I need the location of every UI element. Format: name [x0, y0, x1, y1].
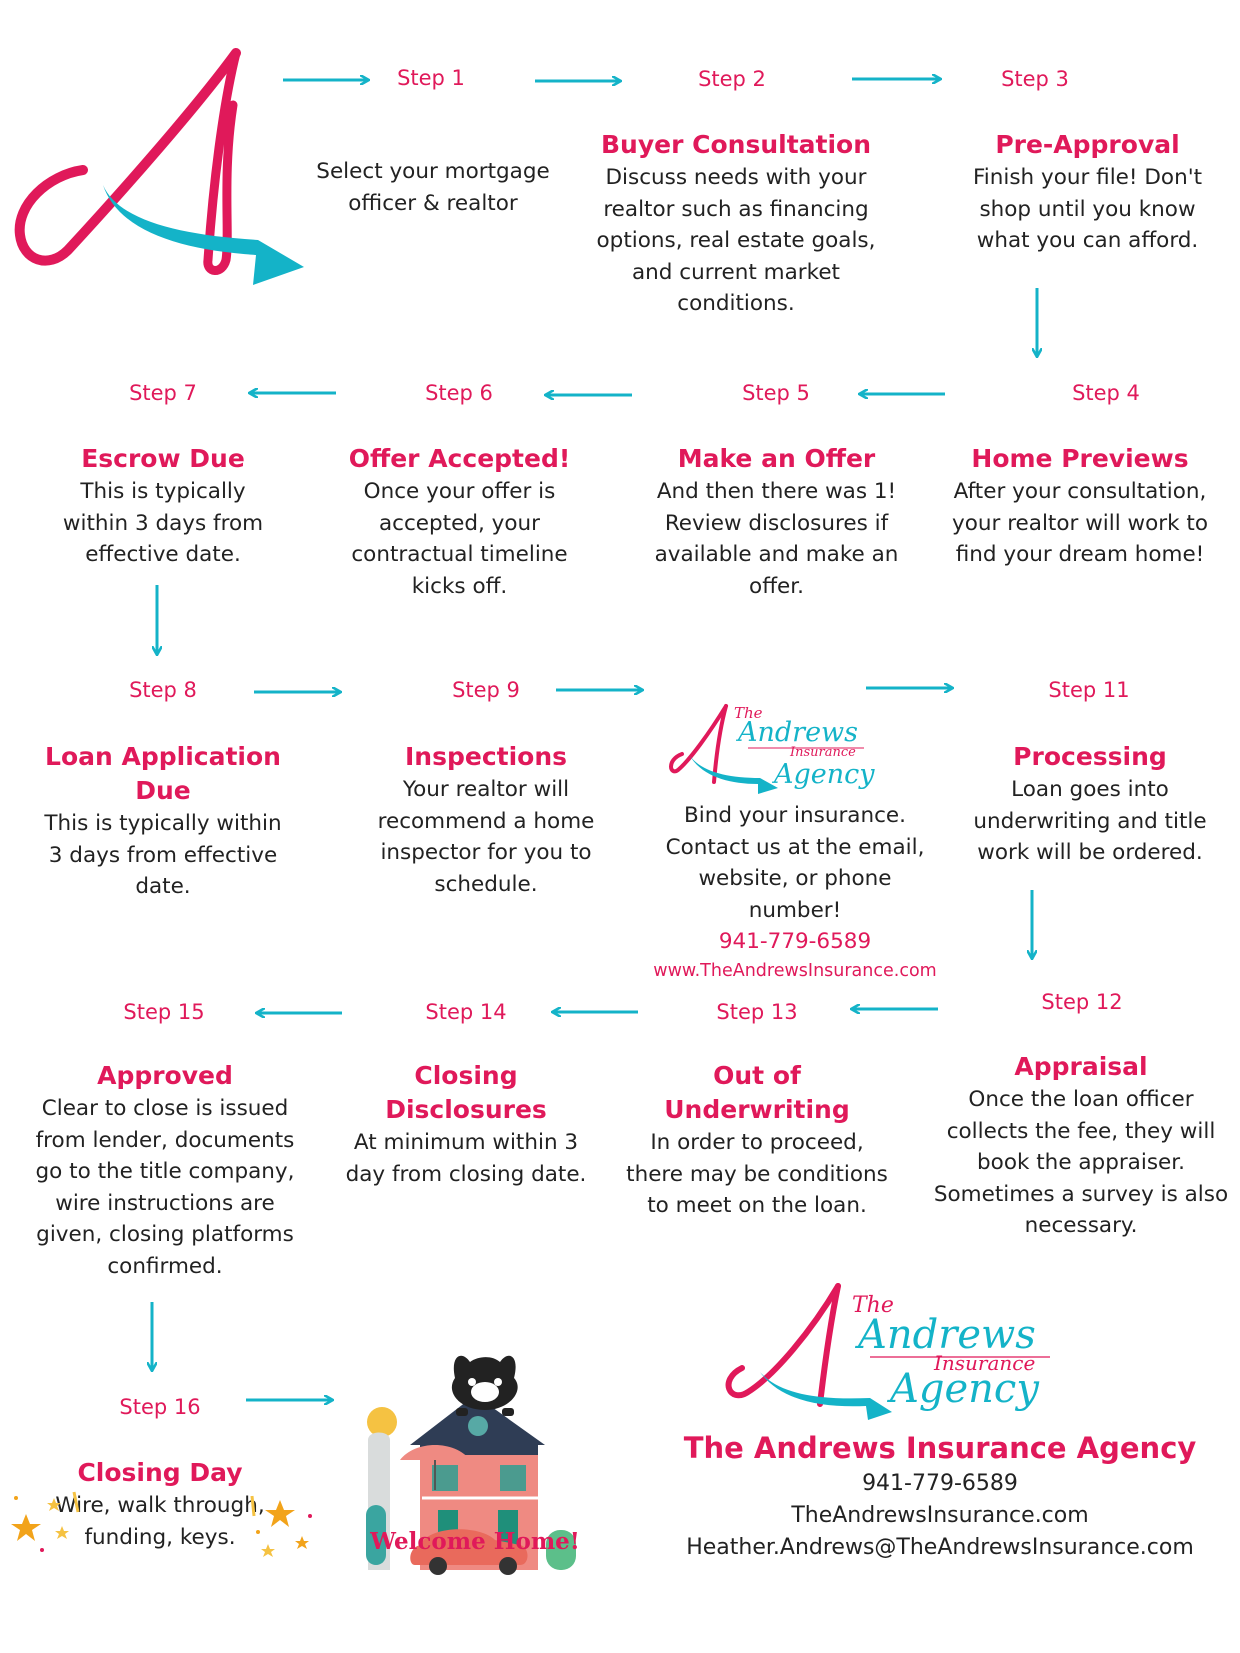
step-11-desc: Loan goes into underwriting and title wo…: [973, 777, 1207, 865]
step-5-title: Make an Offer: [677, 444, 876, 473]
step-15-desc: Clear to close is issued from lender, do…: [35, 1096, 295, 1279]
footer-phone[interactable]: 941-779-6589: [862, 1471, 1018, 1496]
footer-website[interactable]: TheAndrewsInsurance.com: [791, 1503, 1089, 1528]
step-1-label: Step 1: [397, 66, 465, 90]
celebration-stars-right-icon: [240, 1492, 320, 1572]
step-6-desc: Once your offer is accepted, your contra…: [351, 479, 568, 599]
celebration-stars-left-icon: [6, 1490, 86, 1570]
large-logo-insurance: Insurance: [933, 1351, 1035, 1375]
step-6-block: Offer Accepted! Once your offer is accep…: [337, 442, 582, 602]
step-5-block: Make an Offer And then there was 1! Revi…: [644, 442, 909, 602]
step-7-block: Escrow Due This is typically within 3 da…: [48, 442, 278, 571]
step-2-block: Buyer Consultation Discuss needs with yo…: [596, 128, 876, 320]
step-13-desc: In order to proceed, there may be condit…: [626, 1130, 888, 1218]
step-3-label: Step 3: [1001, 67, 1069, 91]
large-logo-andrews: Andrews: [854, 1312, 1036, 1358]
step-4-label: Step 4: [1072, 381, 1140, 405]
step-7-label: Step 7: [129, 381, 197, 405]
step-5-desc: And then there was 1! Review disclosures…: [654, 479, 899, 599]
footer-email[interactable]: Heather.Andrews@TheAndrewsInsurance.com: [686, 1535, 1194, 1560]
step-7-title: Escrow Due: [81, 444, 245, 473]
step-1-desc: Select your mortgage officer & realtor: [316, 159, 550, 216]
step-8-desc: This is typically within 3 days from eff…: [44, 811, 282, 899]
step-14-label: Step 14: [425, 1000, 507, 1024]
step-12-block: Appraisal Once the loan officer collects…: [922, 1050, 1240, 1242]
welcome-home-illustration: [360, 1350, 590, 1580]
step-15-label: Step 15: [123, 1000, 205, 1024]
step-6-title: Offer Accepted!: [348, 444, 571, 473]
step-7-desc: This is typically within 3 days from eff…: [62, 479, 264, 567]
step-9-desc: Your realtor will recommend a home inspe…: [377, 777, 595, 897]
step-4-title: Home Previews: [971, 444, 1189, 473]
step-10-website[interactable]: www.TheAndrewsInsurance.com: [653, 960, 937, 981]
footer-agency-name: The Andrews Insurance Agency: [683, 1431, 1197, 1465]
step-9-block: Inspections Your realtor will recommend …: [360, 740, 612, 900]
step-16-block: Closing Day Wire, walk through, funding,…: [40, 1456, 280, 1553]
step-6-label: Step 6: [425, 381, 493, 405]
large-logo-the: The: [852, 1293, 894, 1318]
step-11-label: Step 11: [1048, 678, 1130, 702]
step-14-block: Closing Disclosures At minimum within 3 …: [338, 1059, 594, 1190]
step-16-desc: Wire, walk through, funding, keys.: [55, 1493, 265, 1550]
step-4-desc: After your consultation, your realtor wi…: [952, 479, 1208, 567]
step-4-block: Home Previews After your consultation, y…: [935, 442, 1225, 571]
logo-the: The: [734, 704, 763, 722]
step-13-title: Out of Underwriting: [664, 1061, 850, 1124]
agency-a-logo: [8, 45, 308, 290]
step-14-desc: At minimum within 3 day from closing dat…: [345, 1130, 587, 1187]
large-logo-agency: Agency: [886, 1366, 1040, 1412]
step-8-title: Loan Application Due: [45, 742, 281, 805]
welcome-home-text: Welcome Home!: [370, 1528, 580, 1555]
andrews-agency-small-logo: The Andrews Insurance Agency: [668, 698, 908, 794]
step-3-desc: Finish your file! Don't shop until you k…: [972, 165, 1203, 253]
step-15-title: Approved: [97, 1061, 233, 1090]
step-3-title: Pre-Approval: [995, 130, 1180, 159]
step-16-label: Step 16: [119, 1395, 201, 1419]
step-9-label: Step 9: [452, 678, 520, 702]
logo-andrews: Andrews: [735, 717, 858, 748]
step-11-title: Processing: [1013, 742, 1167, 771]
step-1-block: Select your mortgage officer & realtor: [308, 156, 558, 219]
footer-contact: The Andrews Insurance Agency 941-779-658…: [640, 1428, 1240, 1564]
step-12-desc: Once the loan officer collects the fee, …: [933, 1087, 1229, 1238]
step-12-label: Step 12: [1041, 990, 1123, 1014]
step-11-block: Processing Loan goes into underwriting a…: [955, 740, 1225, 869]
step-14-title: Closing Disclosures: [385, 1061, 547, 1124]
step-15-block: Approved Clear to close is issued from l…: [35, 1059, 295, 1282]
step-3-block: Pre-Approval Finish your file! Don't sho…: [960, 128, 1215, 257]
logo-agency: Agency: [771, 759, 875, 790]
step-2-title: Buyer Consultation: [600, 130, 872, 159]
step-8-label: Step 8: [129, 678, 197, 702]
step-10-block: Bind your insurance. Contact us at the e…: [640, 800, 950, 984]
step-2-label: Step 2: [698, 67, 766, 91]
step-10-desc: Bind your insurance. Contact us at the e…: [665, 803, 925, 923]
step-12-title: Appraisal: [1014, 1052, 1148, 1081]
logo-insurance: Insurance: [789, 745, 856, 760]
step-13-block: Out of Underwriting In order to proceed,…: [626, 1059, 888, 1222]
step-16-title: Closing Day: [77, 1458, 243, 1487]
step-10-phone[interactable]: 941-779-6589: [718, 929, 872, 954]
step-2-desc: Discuss needs with your realtor such as …: [596, 165, 876, 316]
andrews-agency-large-logo: The Andrews Insurance Agency: [720, 1280, 1080, 1420]
step-9-title: Inspections: [404, 742, 568, 771]
step-13-label: Step 13: [716, 1000, 798, 1024]
step-5-label: Step 5: [742, 381, 810, 405]
step-8-block: Loan Application Due This is typically w…: [38, 740, 288, 903]
